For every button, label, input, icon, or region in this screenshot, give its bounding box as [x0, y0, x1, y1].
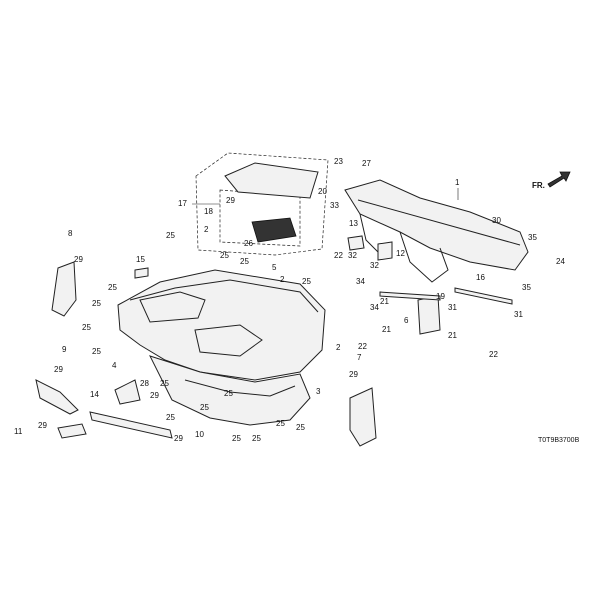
callout-29: 29	[349, 370, 358, 379]
instrument-panel	[117, 269, 326, 381]
callout-25: 25	[220, 251, 229, 260]
callout-25: 25	[108, 283, 117, 292]
steering-hanger-beam	[344, 179, 529, 271]
callout-32: 32	[348, 251, 357, 260]
callout-11: 11	[14, 427, 23, 436]
callout-33: 33	[330, 201, 339, 210]
callout-19: 19	[436, 292, 445, 301]
garnish-10	[89, 411, 173, 439]
callout-25: 25	[92, 299, 101, 308]
callout-2: 2	[336, 343, 341, 352]
drawing-code: T0T9B3700B	[538, 437, 580, 444]
callout-35: 35	[522, 283, 531, 292]
callout-10: 10	[195, 430, 204, 439]
callout-21: 21	[380, 297, 389, 306]
callout-25: 25	[240, 257, 249, 266]
garnish-11	[57, 423, 87, 439]
callout-3: 3	[316, 387, 321, 396]
callout-30: 30	[492, 216, 501, 225]
callout-4: 4	[112, 361, 117, 370]
callout-22: 22	[358, 342, 367, 351]
callout-32: 32	[370, 261, 379, 270]
callout-13: 13	[349, 219, 358, 228]
side-panel-8	[51, 261, 77, 317]
hanger-leg	[359, 213, 379, 253]
hanger-brace	[399, 231, 449, 283]
lower-panel	[149, 355, 311, 426]
rod-19	[379, 291, 441, 301]
callout-17: 17	[178, 199, 187, 208]
panel-upper-edge	[129, 279, 319, 313]
callout-34: 34	[370, 303, 379, 312]
callout-labels: 1 2 2 2 3 4 5 6 7 8 9 10 11 12 13 14 15 …	[14, 157, 565, 443]
callout-25: 25	[276, 419, 285, 428]
callout-27: 27	[362, 159, 371, 168]
callout-25: 25	[232, 434, 241, 443]
callout-1: 1	[455, 178, 460, 187]
callout-21: 21	[382, 325, 391, 334]
callout-7: 7	[357, 353, 362, 362]
callout-25: 25	[200, 403, 209, 412]
callout-25: 25	[252, 434, 261, 443]
airbag-inner-frame	[219, 189, 301, 247]
fr-direction-label: FR.	[532, 181, 545, 190]
callout-15: 15	[136, 255, 145, 264]
bracket-13	[347, 235, 365, 251]
callout-29: 29	[74, 255, 83, 264]
callout-12: 12	[396, 249, 405, 258]
callout-29: 29	[54, 365, 63, 374]
callout-31: 31	[448, 303, 457, 312]
callout-24: 24	[556, 257, 565, 266]
callout-25: 25	[92, 347, 101, 356]
callout-25: 25	[296, 423, 305, 432]
airbag-module	[251, 217, 297, 243]
callout-29: 29	[174, 434, 183, 443]
garnish-9	[35, 379, 79, 415]
hanger-crossbar	[357, 199, 521, 246]
callout-25: 25	[302, 277, 311, 286]
callout-28: 28	[140, 379, 149, 388]
rod-16	[454, 287, 513, 305]
bracket-6	[417, 295, 441, 335]
callout-29: 29	[38, 421, 47, 430]
lower-panel-detail	[184, 379, 296, 397]
callout-21: 21	[448, 331, 457, 340]
callout-25: 25	[166, 231, 175, 240]
callout-25: 25	[82, 323, 91, 332]
callout-25: 25	[160, 379, 169, 388]
callout-31: 31	[514, 310, 523, 319]
callout-29: 29	[150, 391, 159, 400]
callout-18: 18	[204, 207, 213, 216]
cover-14	[114, 379, 141, 405]
callout-25: 25	[166, 413, 175, 422]
callout-8: 8	[68, 229, 73, 238]
callout-5: 5	[272, 263, 277, 272]
callout-25: 25	[224, 389, 233, 398]
callout-16: 16	[476, 273, 485, 282]
side-cover-7	[349, 387, 377, 447]
callout-9: 9	[62, 345, 67, 354]
meter-visor	[139, 291, 206, 323]
callout-26: 26	[244, 239, 253, 248]
callout-6: 6	[404, 316, 409, 325]
bracket-12	[377, 241, 393, 261]
callout-14: 14	[90, 390, 99, 399]
callout-2: 2	[204, 225, 209, 234]
callout-20: 20	[318, 187, 327, 196]
airbag-lid	[224, 162, 319, 199]
fr-arrow-icon	[547, 171, 571, 188]
callout-23: 23	[334, 157, 343, 166]
clip-15	[134, 267, 149, 279]
callout-35: 35	[528, 233, 537, 242]
center-console-opening	[194, 324, 263, 357]
callout-2: 2	[280, 275, 285, 284]
callout-22: 22	[334, 251, 343, 260]
callout-22: 22	[489, 350, 498, 359]
callout-29: 29	[226, 196, 235, 205]
callout-34: 34	[356, 277, 365, 286]
